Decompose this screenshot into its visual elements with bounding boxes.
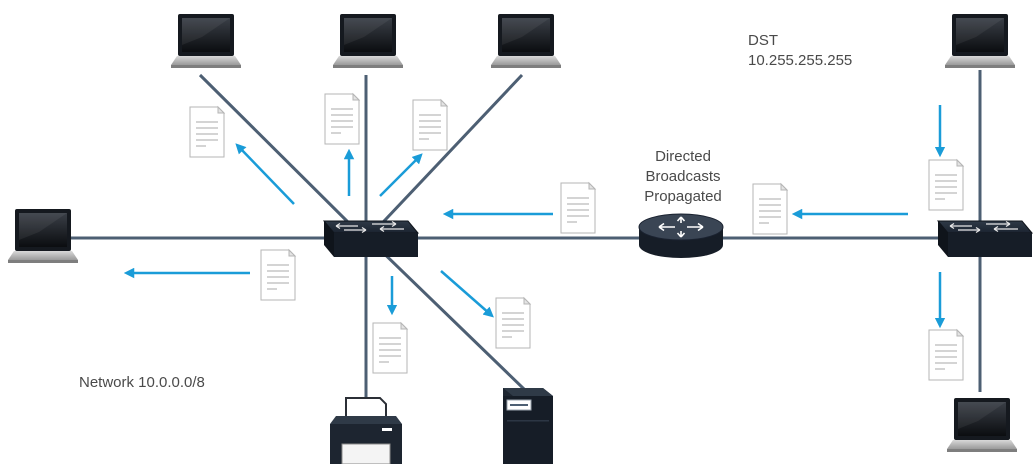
- laptop-icon: [945, 14, 1015, 68]
- router-label-line-1: Directed: [655, 148, 711, 165]
- links: [45, 70, 1028, 400]
- router-icon: [638, 213, 724, 258]
- document-icon: [372, 322, 408, 374]
- destination-title: DST: [748, 32, 778, 49]
- destination-address: 10.255.255.255: [748, 52, 853, 69]
- laptop-icon: [171, 14, 241, 68]
- document-icon: [928, 329, 964, 381]
- arrow-to-server: [440, 270, 494, 318]
- document-icon: [412, 99, 448, 151]
- network-label: Network 10.0.0.0/8: [79, 374, 205, 391]
- destination-label: DST 10.255.255.255: [748, 31, 852, 71]
- link-top-right-laptop: [368, 73, 524, 238]
- laptop-icon: [947, 398, 1017, 452]
- document-icon: [928, 159, 964, 211]
- broadcast-arrows: [123, 105, 946, 329]
- router-label-line-2: Broadcasts: [645, 168, 721, 185]
- document-icon: [324, 93, 360, 145]
- switch-icon: [937, 220, 1033, 258]
- switch-icon: [323, 220, 419, 258]
- arrow-to-top-right: [379, 153, 423, 197]
- document-icon: [560, 182, 596, 234]
- laptop-icon: [333, 14, 403, 68]
- laptop-icon: [8, 209, 78, 263]
- link-server: [368, 238, 527, 392]
- printer-icon: [330, 397, 402, 464]
- router-label: Directed Broadcasts Propagated: [618, 147, 748, 207]
- document-icon: [495, 297, 531, 349]
- router-label-line-3: Propagated: [644, 188, 722, 205]
- link-top-left-laptop: [198, 73, 364, 238]
- arrow-to-top-left: [235, 143, 295, 205]
- document-icon: [260, 249, 296, 301]
- laptop-icon: [491, 14, 561, 68]
- document-icon: [189, 106, 225, 158]
- document-icon: [752, 183, 788, 235]
- server-icon: [503, 388, 553, 464]
